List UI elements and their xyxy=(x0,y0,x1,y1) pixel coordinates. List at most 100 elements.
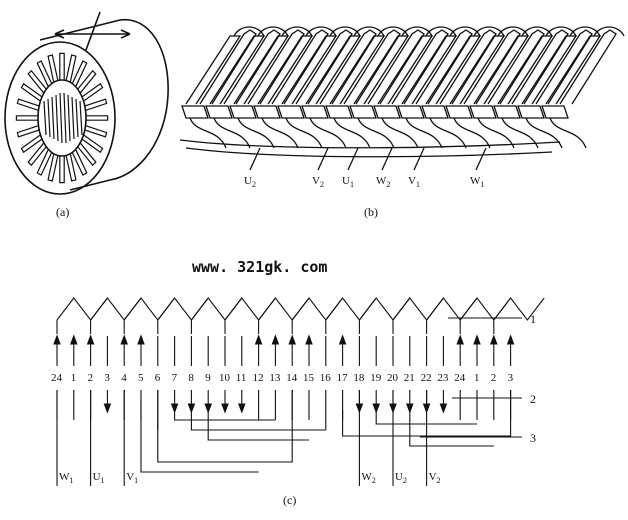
coil-end-bottom xyxy=(381,117,419,149)
end-connection xyxy=(392,297,444,321)
phase-connection xyxy=(174,412,276,421)
slot-number: 3 xyxy=(104,372,110,384)
slot-number: 16 xyxy=(320,372,332,384)
coil-end-bottom xyxy=(549,117,587,149)
panel-b-terminal-subscript: 2 xyxy=(386,180,390,189)
rotation-arrow-left-icon xyxy=(54,29,65,39)
bore-conductor xyxy=(67,94,71,142)
phase-connection xyxy=(140,400,259,473)
stator-slot xyxy=(59,52,65,80)
coil-side xyxy=(281,35,338,105)
current-down-arrow-icon xyxy=(238,403,246,414)
stator-slots xyxy=(15,52,109,184)
coil-end-top xyxy=(473,26,505,37)
slot-number: 15 xyxy=(303,372,315,384)
bore-conductor xyxy=(43,100,47,136)
panel-b-terminal-letter: W xyxy=(376,175,387,187)
panel-b-terminal: V2 xyxy=(312,175,324,189)
current-down-arrow-icon xyxy=(439,403,448,414)
panel-c-terminal-subscript: 2 xyxy=(403,476,407,485)
stator-slot xyxy=(86,115,109,121)
panel-b-terminal-letter: V xyxy=(312,175,320,187)
panel-c-terminal: V1 xyxy=(126,471,138,485)
slot-number: 20 xyxy=(387,372,399,384)
coil-end-top xyxy=(545,26,577,37)
coil-end-bottom xyxy=(477,117,515,149)
panel-c-terminal-subscript: 2 xyxy=(372,476,376,485)
slot-number: 1 xyxy=(71,372,77,384)
slot-number: 5 xyxy=(138,372,144,384)
current-down-arrow-icon xyxy=(372,403,380,414)
slot-number: 11 xyxy=(236,372,247,384)
panel-c-terminal: W1 xyxy=(59,471,73,485)
winding-in-slots-drawing xyxy=(179,26,625,171)
terminal-lead xyxy=(249,147,261,171)
slot-number: 10 xyxy=(219,372,231,384)
coil-side-back xyxy=(559,29,617,105)
slot-number: 17 xyxy=(337,372,349,384)
slot-number: 18 xyxy=(353,372,365,384)
slot-number: 6 xyxy=(155,372,161,384)
slot-number: 24 xyxy=(51,372,63,384)
panel-b-terminal-subscript: 1 xyxy=(480,180,484,189)
panel-c-terminal: U2 xyxy=(395,471,407,485)
panel-b-terminal: W2 xyxy=(376,175,390,189)
coil-end-bottom xyxy=(285,117,323,149)
end-connection xyxy=(459,297,512,321)
slot-number: 13 xyxy=(269,372,281,384)
coil-end-top xyxy=(593,26,625,37)
stator-front-face xyxy=(4,41,116,195)
coil-side-back xyxy=(271,29,329,105)
coil-side-back xyxy=(247,29,305,105)
current-up-arrow-icon xyxy=(271,334,280,345)
panel-c-terminal-letter: W xyxy=(59,471,70,483)
coil-side-back xyxy=(439,29,497,105)
end-connection xyxy=(426,297,478,321)
panel-c-terminal-subscript: 1 xyxy=(101,476,105,485)
panel-b-terminal-subscript: 1 xyxy=(416,180,420,189)
coil-end-top xyxy=(521,26,553,37)
slot-block xyxy=(517,105,545,119)
coil-end-top xyxy=(497,26,529,37)
panel-c-terminal-letter: U xyxy=(395,471,403,483)
coil-side xyxy=(233,35,290,105)
coil-side xyxy=(329,35,386,105)
watermark: www. 321gk. com xyxy=(192,258,327,276)
stator-slot xyxy=(16,125,40,138)
current-up-arrow-icon xyxy=(86,334,95,345)
panel-b-terminal-letter: W xyxy=(470,175,481,187)
current-down-arrow-icon xyxy=(103,403,112,414)
coil-side-back xyxy=(295,29,353,105)
stator-core-drawing xyxy=(4,11,169,195)
slot-number: 12 xyxy=(253,372,264,384)
stator-slot xyxy=(65,154,77,182)
coil-end-top xyxy=(305,26,337,37)
panel-c-terminal-letter: U xyxy=(93,471,101,483)
stator-slot xyxy=(76,69,97,94)
slot-number: 1 xyxy=(474,372,480,384)
panel-c-terminal: V2 xyxy=(429,471,441,485)
coil-side xyxy=(449,35,506,105)
coil-end-bottom xyxy=(357,117,395,149)
rotation-arrow-right-icon xyxy=(120,29,131,39)
slot-block xyxy=(493,105,521,119)
coil-end-top xyxy=(233,26,265,37)
callout-label-3: 3 xyxy=(530,431,536,445)
coil-end-bottom xyxy=(429,117,467,149)
slot-block xyxy=(325,105,353,119)
bore-conductor xyxy=(47,98,51,138)
coil-end-bottom xyxy=(237,117,275,149)
panel-c-terminal-subscript: 1 xyxy=(134,476,138,485)
slot-number: 19 xyxy=(370,372,382,384)
end-connection-wire xyxy=(179,139,561,149)
bore-conductor xyxy=(51,96,55,140)
phase-connection xyxy=(157,390,293,463)
stator-slot xyxy=(27,142,48,167)
panel-b-terminal: V1 xyxy=(408,175,420,189)
panel-b-terminal-letter: U xyxy=(244,175,252,187)
panel-b-terminal-subscript: 2 xyxy=(320,180,324,189)
current-up-arrow-icon xyxy=(53,334,61,345)
end-connection xyxy=(493,297,545,321)
